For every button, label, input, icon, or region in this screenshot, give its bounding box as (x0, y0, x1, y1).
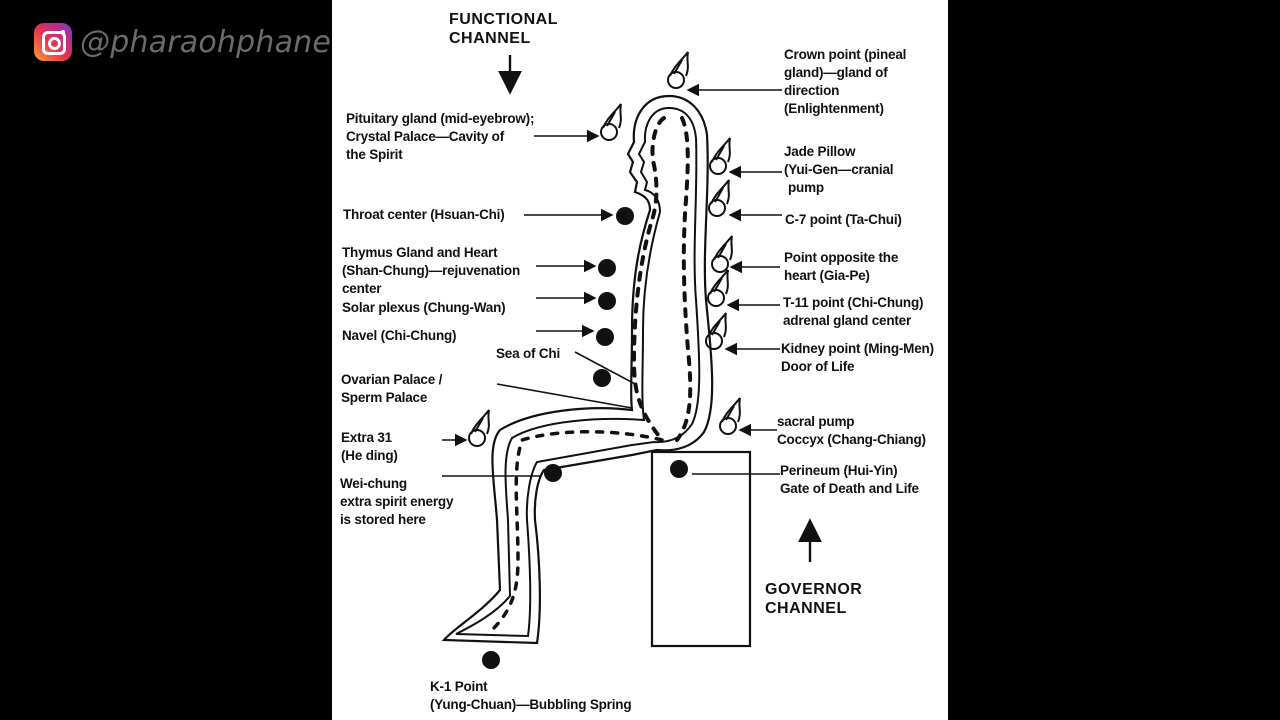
label-extra31: Extra 31(He ding) (341, 430, 398, 463)
label-c7: C-7 point (Ta-Chui) (785, 212, 902, 227)
label-sea-of-chi: Sea of Chi (496, 346, 561, 361)
body-outline-outer (441, 94, 714, 645)
label-t11: T-11 point (Chi-Chung)adrenal gland cent… (783, 295, 924, 328)
label-throat: Throat center (Hsuan-Chi) (343, 207, 505, 222)
k1-dot (482, 651, 500, 669)
heart-opp-flame (711, 235, 733, 273)
body-outline-inner (455, 106, 701, 638)
ovarian-dot (593, 369, 611, 387)
jade-flame (709, 137, 731, 175)
functional-channel-path (631, 116, 666, 442)
kidney-flame (705, 312, 727, 350)
meridian-diagram (441, 51, 822, 669)
label-navel: Navel (Chi-Chung) (342, 328, 457, 343)
label-k1: K-1 Point(Yung-Chuan)—Bubbling Spring (430, 679, 632, 712)
label-pituitary: Pituitary gland (mid-eyebrow);Crystal Pa… (346, 111, 535, 162)
governor-channel-path (675, 116, 693, 442)
pituitary-flame (600, 103, 622, 141)
seat-box (650, 450, 752, 648)
watermark-handle: @pharaohphaneros (80, 24, 378, 60)
extra31-flame (468, 409, 490, 447)
flame-points (468, 51, 741, 447)
crown-flame (667, 51, 689, 89)
t11-flame (707, 269, 729, 307)
label-solar: Solar plexus (Chung-Wan) (342, 300, 506, 315)
navel-dot (596, 328, 614, 346)
leg-channel-path (490, 430, 664, 632)
thymus-dot (598, 259, 616, 277)
weichung-dot (544, 464, 562, 482)
label-thymus: Thymus Gland and Heart(Shan-Chung)—rejuv… (342, 245, 520, 296)
instagram-icon (34, 23, 72, 61)
label-kidney: Kidney point (Ming-Men)Door of Life (781, 341, 934, 374)
sacral-flame (719, 397, 741, 435)
throat-dot (616, 207, 634, 225)
solar-dot (598, 292, 616, 310)
perineum-dot (670, 460, 688, 478)
leader-lines (442, 55, 822, 562)
watermark: @pharaohphaneros (34, 22, 378, 62)
c7-flame (708, 179, 730, 217)
label-perineum: Perineum (Hui-Yin)Gate of Death and Life (780, 463, 919, 496)
label-ovarian: Ovarian Palace /Sperm Palace (341, 372, 443, 405)
